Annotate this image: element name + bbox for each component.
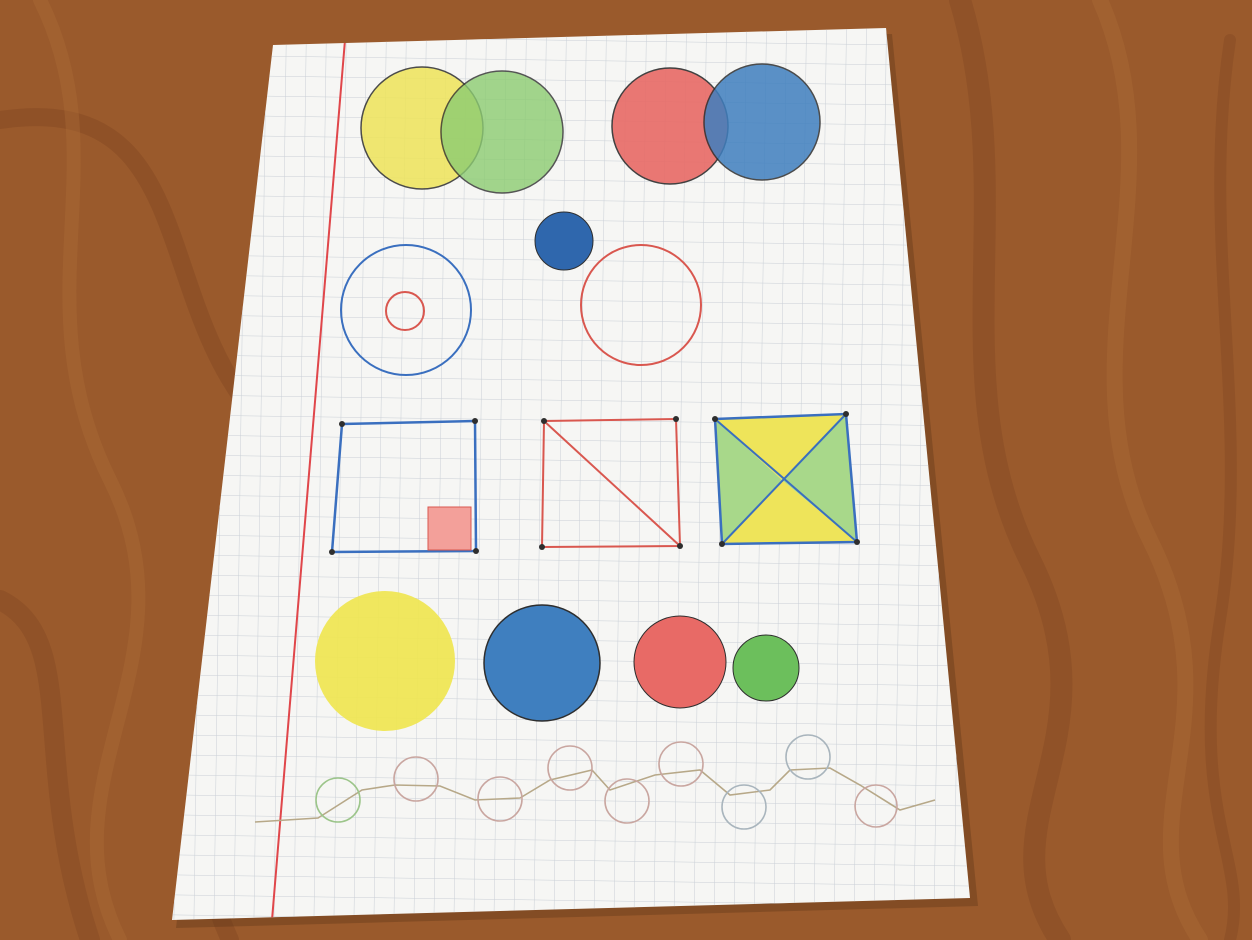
- red-disc: [634, 616, 726, 708]
- corner-dot: [339, 421, 345, 427]
- corner-dot: [719, 541, 725, 547]
- paper-grid: [144, 14, 997, 936]
- corner-dot: [677, 543, 683, 549]
- small-red-square: [428, 507, 471, 550]
- blue-circle: [704, 64, 820, 180]
- green-circle: [441, 71, 563, 193]
- green-disc: [733, 635, 799, 701]
- square-with-cross-triangles: [712, 411, 860, 547]
- corner-dot: [472, 418, 478, 424]
- corner-dot: [329, 549, 335, 555]
- small-blue-disc: [535, 212, 593, 270]
- corner-dot: [541, 418, 547, 424]
- venn-yellow-green: [361, 67, 563, 193]
- big-yellow-disc: [315, 591, 455, 731]
- corner-dot: [673, 416, 679, 422]
- corner-dot: [473, 548, 479, 554]
- corner-dot: [854, 539, 860, 545]
- graph-paper-sheet: [144, 14, 997, 936]
- corner-dot: [712, 416, 718, 422]
- big-blue-disc: [484, 605, 600, 721]
- corner-dot: [539, 544, 545, 550]
- corner-dot: [843, 411, 849, 417]
